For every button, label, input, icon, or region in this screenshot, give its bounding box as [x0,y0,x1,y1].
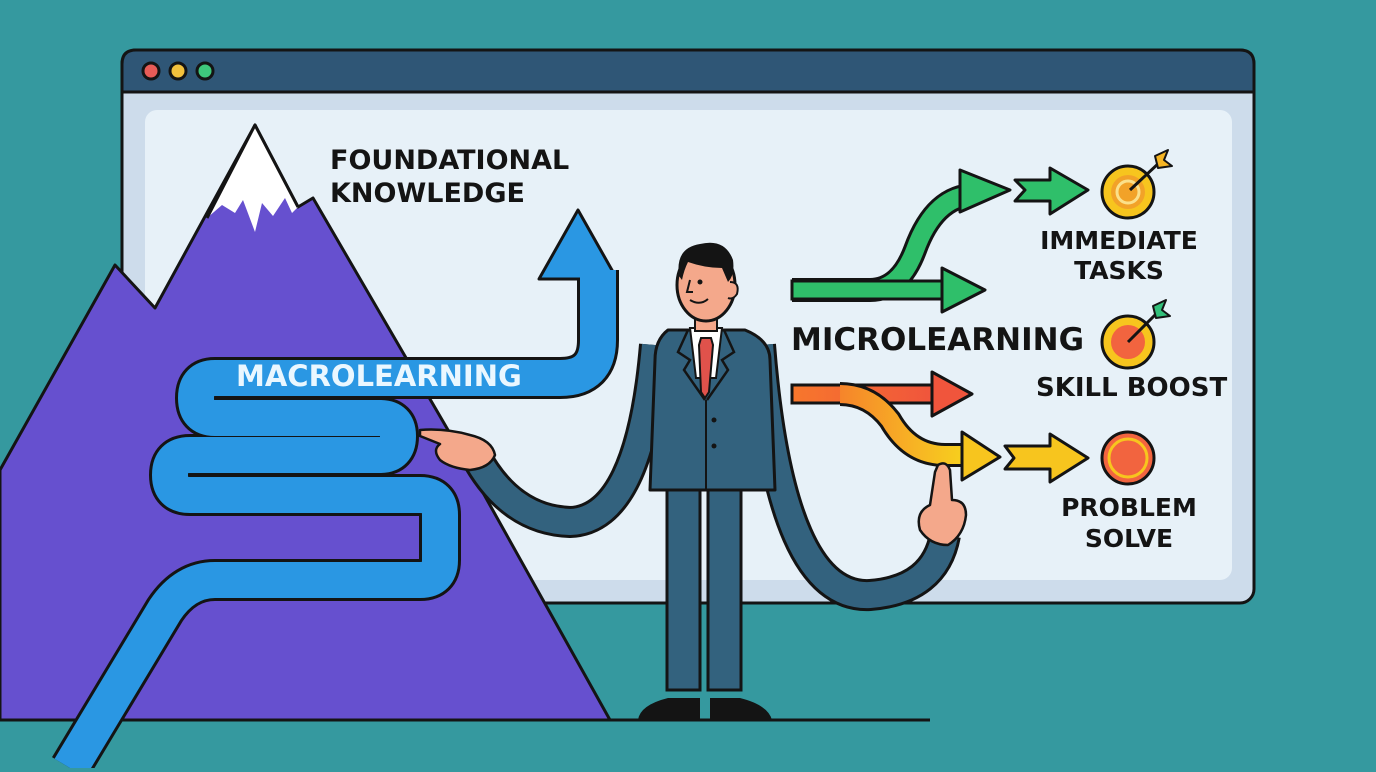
up-arrow-head-icon [537,208,619,281]
right-arrow-icon [1013,166,1090,216]
heading-line-2: KNOWLEDGE [330,178,525,209]
outcome-immediate-tasks: IMMEDIATE TASKS [1034,226,1204,286]
macrolearning-label: MACROLEARNING [236,359,522,393]
outcome-line-2: TASKS [1074,256,1164,285]
outcome-skill-boost: SKILL BOOST [1036,373,1228,403]
window-controls [141,61,215,81]
foundational-knowledge-heading: FOUNDATIONAL KNOWLEDGE [330,144,569,210]
presenter-figure [418,242,968,720]
green-branch-arrows [790,166,1090,314]
pointing-hand-left-icon [418,428,497,472]
macrolearning-path-arrow [52,208,619,772]
maximize-dot-icon[interactable] [195,61,215,81]
outcome-problem-solve: PROBLEM SOLVE [1044,492,1214,554]
pointing-hand-right-icon [917,462,968,547]
target-problem-solve-icon [1100,430,1156,486]
outcome-line-2: SOLVE [1084,524,1174,553]
heading-line-1: FOUNDATIONAL [330,145,570,176]
minimize-dot-icon[interactable] [168,61,188,81]
target-skill-boost-icon [1100,299,1171,370]
target-immediate-tasks-icon [1100,149,1173,220]
right-arrow-icon [1003,432,1090,484]
microlearning-heading: MICROLEARNING [791,322,1085,358]
outcome-line-1: PROBLEM [1061,493,1197,522]
orange-yellow-branch-arrows [790,370,1090,484]
outcome-line-1: IMMEDIATE [1040,226,1198,255]
close-dot-icon[interactable] [141,61,161,81]
outcome-line-1: SKILL BOOST [1036,373,1228,403]
